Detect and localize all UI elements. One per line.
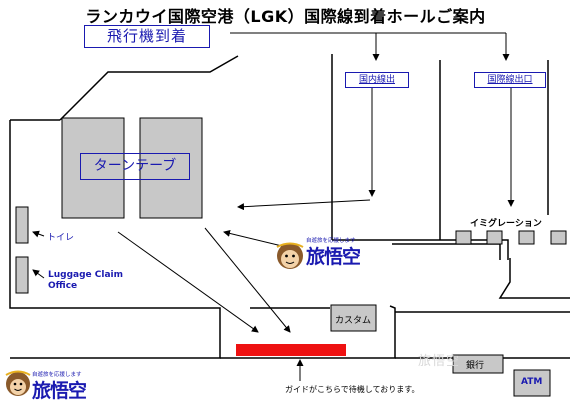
baggage-carousel-1: [61, 117, 125, 219]
arrow-to-carousel: [237, 199, 371, 211]
logo-tagline: 自遊旅を応援します: [32, 372, 82, 378]
arrow-from-logo: [223, 230, 283, 247]
bank-label: 銀行: [466, 361, 485, 371]
customs-label: カスタム: [335, 316, 372, 326]
bank-booth: [452, 354, 504, 374]
monkey-mascot-icon: [276, 242, 304, 269]
customs-booth: [330, 304, 377, 332]
guide-waiting-area: [236, 344, 346, 356]
page-title: ランカウイ国際空港（LGK）国際線到着ホールご案内: [85, 7, 486, 26]
atm-booth: [513, 369, 551, 397]
immigration-counters: [455, 230, 567, 245]
arrow-toilet: [32, 230, 45, 238]
luggage-claim-office-label: Luggage Claim Office: [48, 270, 123, 292]
immigration-counter: [455, 230, 472, 245]
immigration-counter: [518, 230, 535, 245]
guide-waiting-note: ガイドがこちらで待機しております。: [285, 385, 420, 394]
monkey-mascot-icon: [5, 370, 31, 396]
international-exit-sign: 国際線出口: [474, 72, 546, 88]
aircraft-arrival-label: 飛行機到着: [84, 25, 210, 48]
luggage-claim-line2: Office: [48, 281, 78, 291]
domestic-exit-sign: 国内線出: [345, 72, 409, 88]
domestic-exit-label: 国内線出: [358, 75, 395, 85]
atm-label: ATM: [521, 377, 543, 387]
arrow-to-waiting-1: [117, 231, 259, 333]
toilet-label: トイレ: [47, 233, 75, 243]
immigration-label: イミグレーション: [470, 219, 542, 229]
arrow-luggage-claim: [32, 269, 45, 279]
luggage-claim-office-room: [15, 256, 29, 294]
logo-name: 旅悟空: [32, 380, 87, 402]
luggage-claim-line1: Luggage Claim: [48, 270, 124, 280]
watermark: 旅悟空: [418, 354, 461, 369]
toilet-room: [15, 206, 29, 244]
turntable-label: ターンテーブ: [80, 153, 190, 180]
arrow-to-waiting-2: [204, 227, 291, 333]
immigration-counter: [550, 230, 567, 245]
international-exit-label: 国際線出口: [487, 75, 533, 85]
route-arrows: [32, 88, 515, 381]
logo-name: 旅悟空: [306, 246, 361, 268]
immigration-counter: [486, 230, 503, 245]
baggage-carousel-2: [139, 117, 203, 219]
logo-tagline: 自遊旅を応援します: [306, 238, 356, 244]
exit-sign-connectors: [230, 32, 510, 61]
